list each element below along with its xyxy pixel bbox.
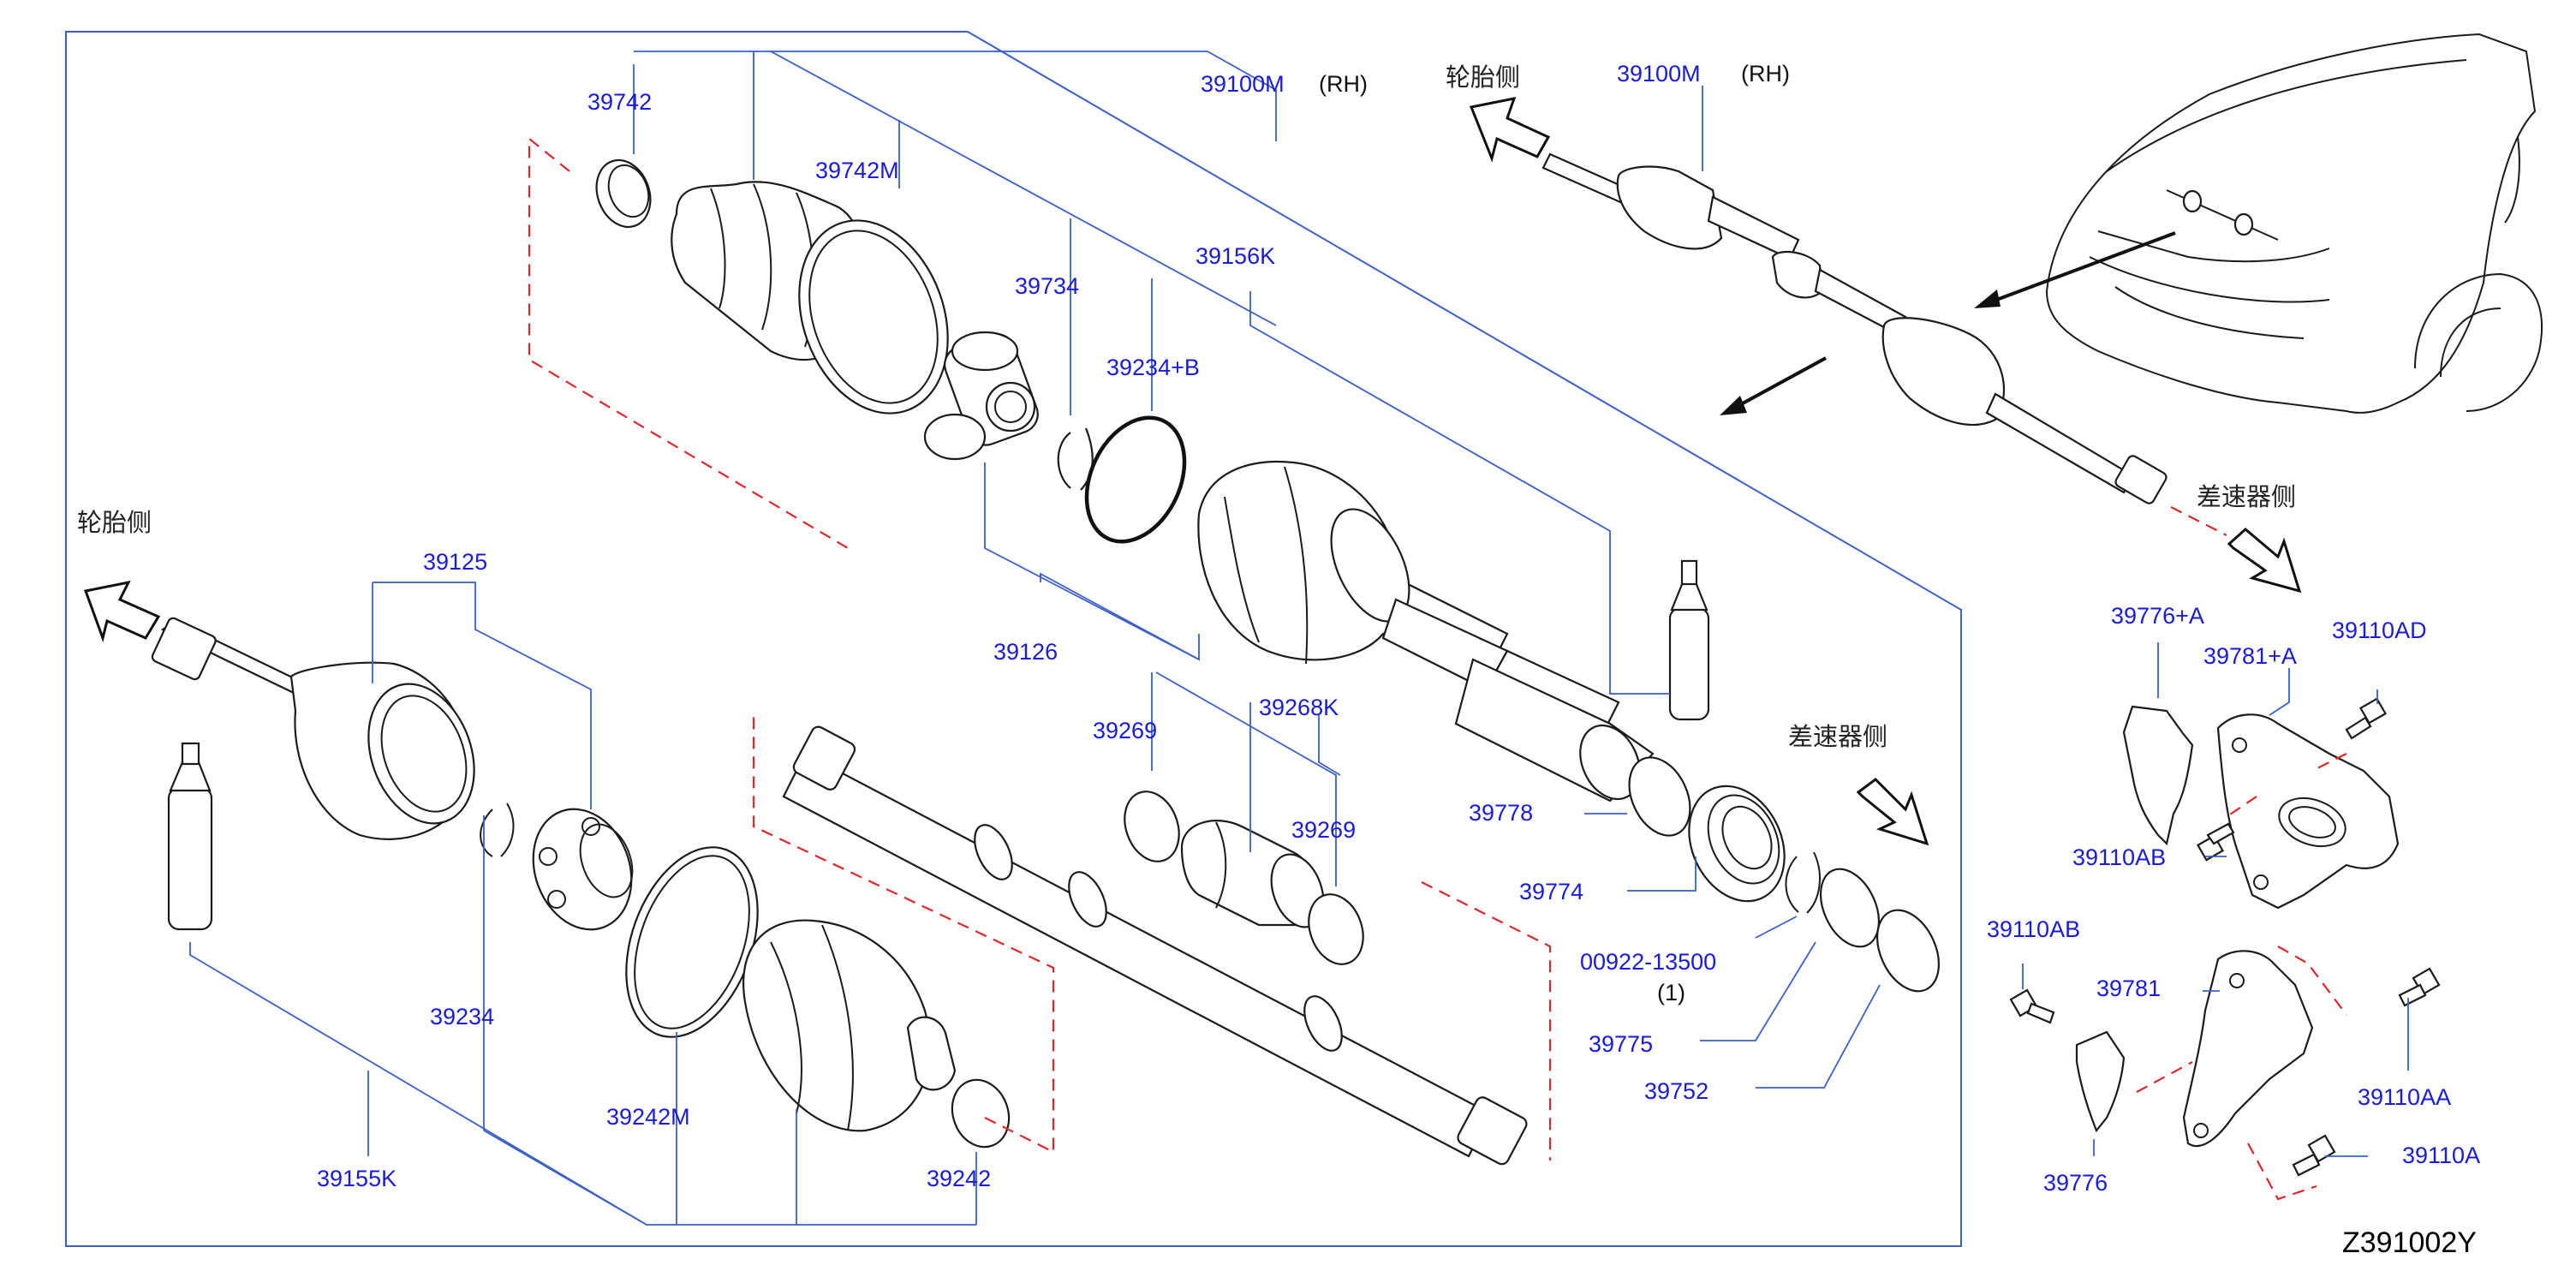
bolt-39110AA bbox=[2398, 967, 2441, 1007]
label-39781: 39781 bbox=[2096, 976, 2161, 1001]
part-39269-clamp-a bbox=[1124, 791, 1180, 862]
label-39268K: 39268K bbox=[1259, 695, 1339, 720]
assembly-frame bbox=[65, 31, 1962, 1247]
grease-tube-lower bbox=[167, 742, 213, 931]
bolt-39110AD bbox=[2345, 697, 2388, 740]
label-39125: 39125 bbox=[423, 549, 487, 575]
label-39775: 39775 bbox=[1589, 1031, 1653, 1057]
label-39269-b: 39269 bbox=[1291, 817, 1356, 843]
label-39269-a: 39269 bbox=[1093, 718, 1157, 743]
part-39234B-oring bbox=[1084, 415, 1187, 544]
label-39781A: 39781+A bbox=[2203, 643, 2297, 669]
label-39126: 39126 bbox=[993, 639, 1058, 665]
label-39776: 39776 bbox=[2043, 1170, 2108, 1196]
inset-brackets bbox=[2009, 642, 2441, 1201]
label-39156K: 39156K bbox=[1196, 243, 1275, 269]
wheel-side-arrow-lower bbox=[83, 580, 161, 643]
diff-side-arrow-main bbox=[1856, 778, 1929, 846]
label-39110AB-b: 39110AB bbox=[1987, 916, 2080, 942]
part-39752-seal bbox=[1876, 909, 1940, 993]
part-00922-snap-ring bbox=[1785, 851, 1821, 914]
label-rh-inset: (RH) bbox=[1741, 61, 1790, 87]
part-long-shaft bbox=[782, 725, 1528, 1166]
part-39774-bearing bbox=[1688, 785, 1786, 903]
part-39156K-housing bbox=[1197, 461, 1655, 803]
label-39100M-inset: 39100M bbox=[1617, 61, 1701, 87]
label-39242: 39242 bbox=[927, 1166, 991, 1191]
part-39269-clamp-b bbox=[1308, 893, 1364, 965]
label-39100M-main: 39100M bbox=[1201, 71, 1285, 97]
label-39734: 39734 bbox=[1015, 273, 1079, 299]
part-inner-race bbox=[532, 808, 634, 931]
part-39125-outer-joint bbox=[151, 617, 475, 840]
label-39234: 39234 bbox=[430, 1004, 494, 1029]
label-39155K: 39155K bbox=[317, 1166, 397, 1191]
bolt-39110AB-a bbox=[2196, 822, 2235, 862]
label-39752: 39752 bbox=[1644, 1078, 1708, 1104]
label-39110A: 39110A bbox=[2402, 1143, 2480, 1168]
part-39234-snap-ring bbox=[480, 803, 515, 857]
label-39234B: 39234+B bbox=[1106, 355, 1200, 380]
part-39775-seal bbox=[1819, 868, 1881, 948]
label-39110AA: 39110AA bbox=[2358, 1084, 2451, 1110]
leader-lines bbox=[189, 51, 1881, 1226]
part-39155K-boot bbox=[742, 919, 957, 1132]
lower-shaft-parts bbox=[83, 580, 1552, 1166]
label-39242M: 39242M bbox=[606, 1104, 690, 1130]
diagram-code: Z391002Y bbox=[2342, 1226, 2477, 1259]
grease-tube-upper bbox=[1668, 559, 1710, 721]
inset-drive-shaft bbox=[1541, 152, 2168, 504]
label-39110AB-a: 39110AB bbox=[2072, 844, 2166, 870]
label-39742: 39742 bbox=[587, 89, 652, 115]
label-diff-side-main: 差速器侧 bbox=[1788, 722, 1887, 751]
label-39742M: 39742M bbox=[815, 158, 899, 183]
part-39778-ring bbox=[1628, 756, 1691, 837]
label-39774: 39774 bbox=[1519, 879, 1583, 904]
part-39242-clamp bbox=[951, 1078, 1011, 1149]
label-39776A: 39776+A bbox=[2111, 603, 2204, 629]
label-39110AD: 39110AD bbox=[2332, 618, 2427, 643]
label-wheel-side-inset: 轮胎侧 bbox=[1446, 63, 1520, 92]
label-00922: 00922-13500 bbox=[1580, 949, 1716, 975]
part-39742-band bbox=[595, 158, 652, 229]
diff-side-arrow-inset bbox=[2227, 528, 2302, 594]
bolt-39110AB-b bbox=[2009, 988, 2055, 1024]
bolt-39110A bbox=[2292, 1134, 2336, 1177]
label-39778: 39778 bbox=[1469, 800, 1533, 826]
label-rh-main: (RH) bbox=[1319, 71, 1368, 97]
label-qty-1: (1) bbox=[1657, 980, 1685, 1005]
part-39742M-boot bbox=[671, 181, 949, 415]
upper-shaft-parts bbox=[528, 136, 1940, 993]
inset-vehicle bbox=[1469, 33, 2543, 594]
wheel-side-arrow-inset bbox=[1469, 97, 1551, 163]
part-39126-tripod bbox=[923, 331, 1039, 461]
label-diff-side-inset: 差速器侧 bbox=[2197, 482, 2296, 511]
label-wheel-side-lower: 轮胎侧 bbox=[77, 508, 152, 537]
